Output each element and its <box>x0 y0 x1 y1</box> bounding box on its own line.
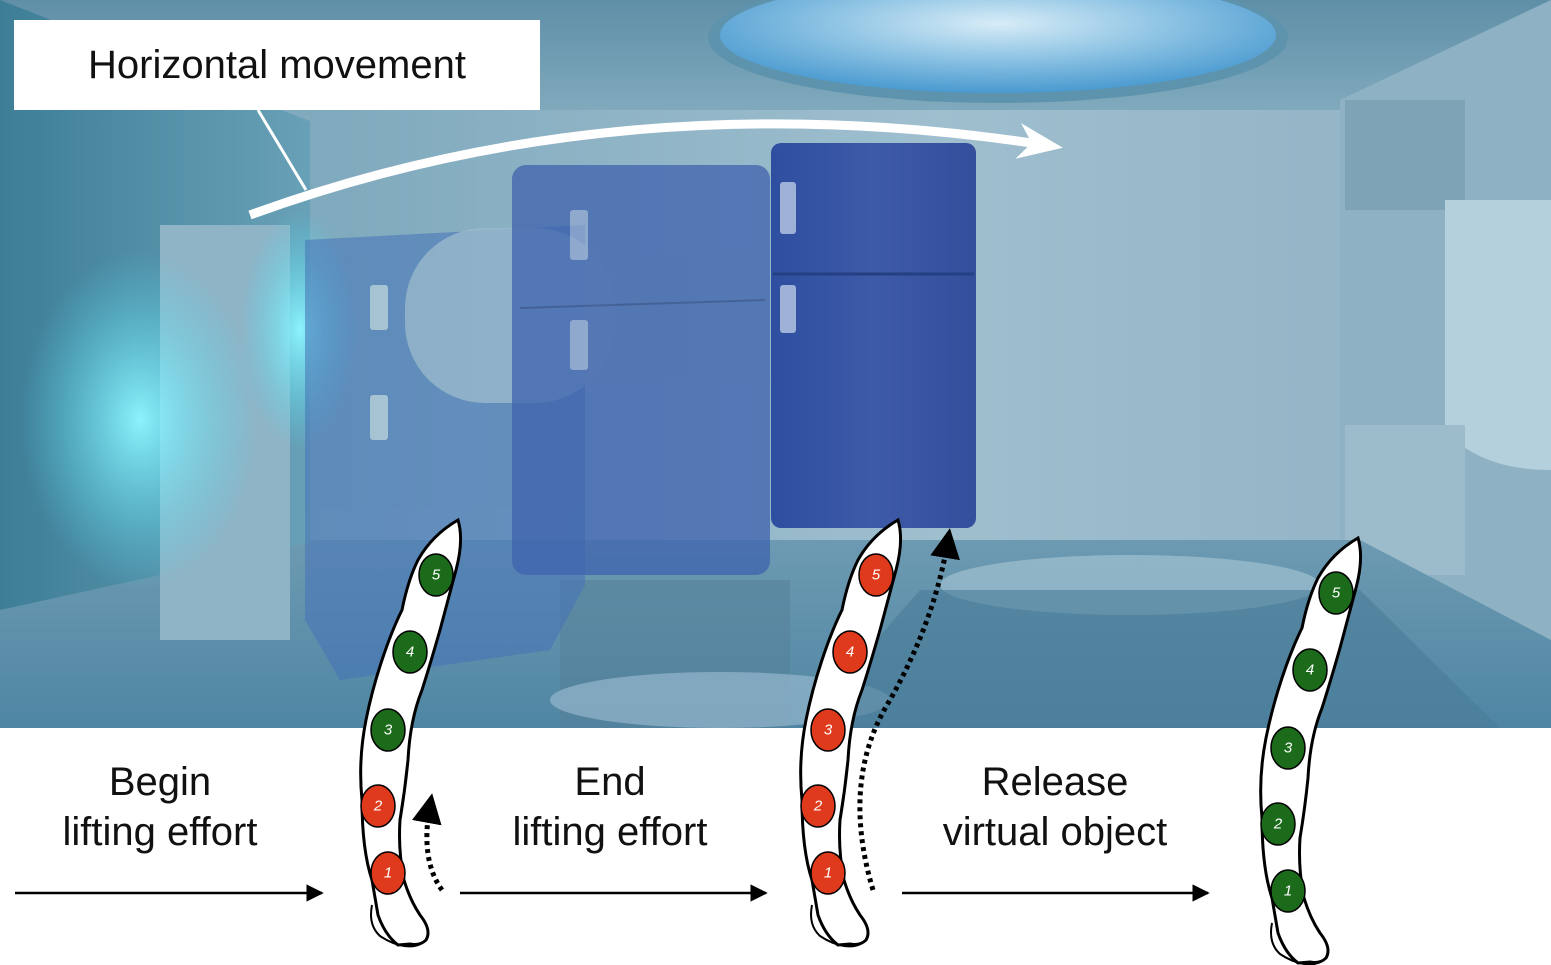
step-line1: Release <box>981 760 1129 804</box>
sensor-number: 5 <box>1332 585 1341 602</box>
horizontal-movement-label: Horizontal movement <box>14 20 540 110</box>
hand-outline <box>370 904 427 948</box>
sensor-marker <box>370 851 406 895</box>
lift-dotted-arrow-long <box>857 528 960 891</box>
sensor-marker <box>810 708 846 752</box>
hand-outline <box>1270 922 1327 965</box>
sensor-number: 4 <box>846 644 854 661</box>
sensor-number: 4 <box>406 644 414 661</box>
step-line2: virtual object <box>942 810 1168 854</box>
step-release-object: Release virtual object <box>905 757 1205 857</box>
sensor-number: 2 <box>813 798 823 815</box>
sensor-marker <box>360 784 396 828</box>
sensor-marker <box>832 630 868 674</box>
arm-diagram: 1 2 3 4 5 <box>1259 535 1363 965</box>
sensor-marker <box>810 851 846 895</box>
sensor-number: 1 <box>1284 883 1292 900</box>
sensor-number: 5 <box>432 567 441 584</box>
hand-outline <box>810 904 867 948</box>
sensor-number: 4 <box>1306 662 1314 679</box>
sensor-number: 1 <box>384 865 392 882</box>
sensor-number: 3 <box>384 722 393 739</box>
label-leader-line <box>256 109 308 191</box>
arm-diagram: 1 2 3 4 5 <box>359 517 463 948</box>
step-begin-lifting: Begin lifting effort <box>30 757 290 857</box>
step-line1: End <box>574 760 646 804</box>
sensor-marker <box>1318 571 1354 615</box>
sensor-number: 3 <box>1284 740 1293 757</box>
sensor-number: 5 <box>872 567 881 584</box>
sensor-marker <box>800 784 836 828</box>
horizontal-movement-arrow <box>248 119 1063 220</box>
arm-diagram: 1 2 3 4 5 <box>799 517 903 948</box>
step-end-lifting: End lifting effort <box>480 757 740 857</box>
sensor-marker <box>858 553 894 597</box>
arm-outline <box>1259 535 1363 965</box>
sensor-marker <box>418 553 454 597</box>
lift-dotted-arrow-short <box>412 793 445 892</box>
sensor-number: 1 <box>824 865 832 882</box>
sensor-marker <box>370 708 406 752</box>
step-line2: lifting effort <box>512 810 708 854</box>
sensor-number: 2 <box>373 798 383 815</box>
step-line1: Begin <box>108 760 212 804</box>
step-line2: lifting effort <box>62 810 258 854</box>
sensor-number: 3 <box>824 722 833 739</box>
arm-outline <box>799 517 903 947</box>
sensor-marker <box>392 630 428 674</box>
sensor-number: 2 <box>1273 816 1283 833</box>
sensor-marker <box>1270 726 1306 770</box>
sensor-marker <box>1270 869 1306 913</box>
sensor-marker <box>1292 648 1328 692</box>
sensor-marker <box>1260 802 1296 846</box>
arm-outline <box>359 517 463 947</box>
